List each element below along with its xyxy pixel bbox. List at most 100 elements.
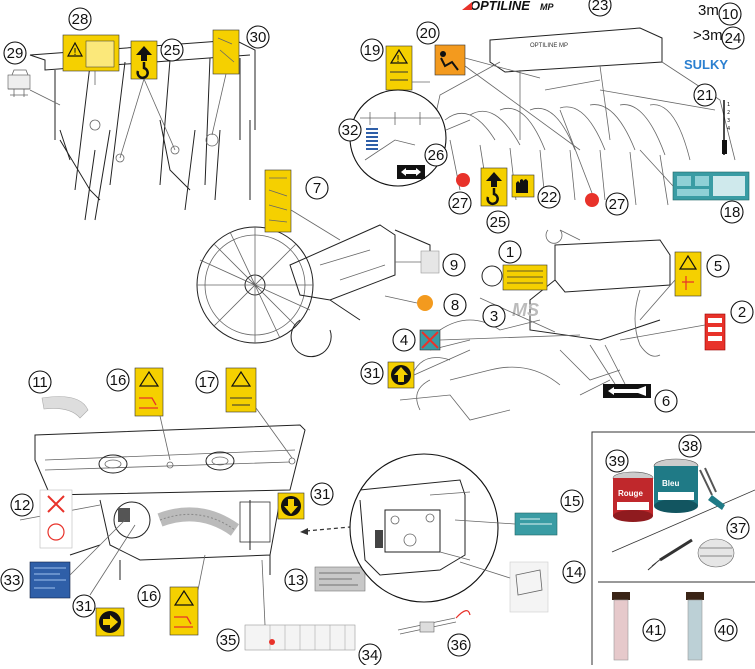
label-sign-2 [704,313,726,351]
top-left-frame-group: ! [7,29,256,221]
callout-16-top: 16 [106,368,130,392]
lifting-hook-icon [136,46,152,80]
callout-10: 10 [718,2,742,26]
label-15 [514,512,558,536]
callout-36: 36 [447,633,471,657]
optiline-logo-mark [462,2,472,10]
callout-14-text: 14 [566,564,583,581]
callout-8: 8 [443,293,467,317]
callout-38: 38 [678,434,702,458]
gloves-icon [516,179,528,193]
callout-39-text: 39 [609,453,626,470]
callout-19: 19 [360,38,384,62]
callout-33: 33 [0,568,24,592]
width-label-3m: 3m [698,2,719,19]
callout-1-text: 1 [506,244,514,261]
blue-scale-icon [366,128,378,150]
bleu-label: Bleu [662,479,679,488]
callout-31-bottom: 31 [72,594,96,618]
optiline-logo: OPTILINE [470,0,530,13]
callout-41-text: 41 [646,622,663,639]
warning-sign-20 [434,44,466,76]
callout-11-text: 11 [32,374,48,391]
callout-25b-text: 25 [490,214,507,231]
spray-nozzle-36 [397,610,471,635]
callout-6: 6 [654,389,678,413]
callout-31c-text: 31 [76,598,93,615]
hopper-group [19,367,366,651]
warning-sign-30 [212,29,240,75]
callout-14: 14 [562,560,586,584]
callout-31b-text: 31 [314,486,331,503]
callout-38-text: 38 [682,438,699,455]
callout-16b-text: 16 [141,588,158,605]
callout-15: 15 [560,489,584,513]
paint-can-icon: Bleu [653,458,699,513]
plate-13 [314,566,366,592]
callout-29-text: 29 [7,45,24,62]
callout-23: 23 [588,0,612,17]
callout-34-text: 34 [362,647,379,664]
warning-sign-7 [264,169,292,233]
callout-13-text: 13 [288,572,305,589]
callout-16a-text: 16 [110,372,127,389]
seed-drill-group: OPTILINE MP OPTILINE MP 3m >3m SULKY 12 … [349,0,750,207]
callout-7: 7 [305,176,329,200]
callout-6-text: 6 [662,393,670,410]
callout-37-text: 37 [730,520,747,537]
callout-18-text: 18 [724,204,741,221]
callout-26-text: 26 [428,147,445,164]
callout-3-text: 3 [490,308,498,325]
arrow-right-icon [103,615,118,629]
callout-21: 21 [693,83,717,107]
part-14 [509,561,549,613]
callout-10-text: 10 [722,6,739,23]
callout-5-text: 5 [714,258,722,275]
callout-22: 22 [537,185,561,209]
hand-arrow-sign-6 [603,384,651,398]
optiline-logo-suffix: MP [540,2,554,12]
callout-27b-text: 27 [609,196,626,213]
grease-tube-41 [612,592,630,661]
callout-2: 2 [730,300,754,324]
callout-9-text: 9 [450,257,458,274]
orange-dot-8 [417,295,433,311]
detail-group [349,453,558,635]
grease-tube-40 [686,592,704,661]
dashed-pointer [305,526,351,532]
callout-26: 26 [424,143,448,167]
callout-32: 32 [338,118,362,142]
callout-40: 40 [714,618,738,642]
callout-40-text: 40 [718,622,735,639]
callout-28: 28 [68,7,92,31]
callout-22-text: 22 [541,189,558,206]
callout-25-top: 25 [160,38,184,62]
callout-2-text: 2 [738,304,746,321]
callout-31-middle: 31 [360,361,384,385]
svg-text:3: 3 [727,118,730,124]
callout-25-bottom: 25 [486,210,510,234]
callout-20-text: 20 [420,25,437,42]
callout-21-text: 21 [697,87,714,104]
metering-unit [118,508,130,522]
svg-text:4: 4 [727,126,730,132]
callout-33-text: 33 [4,572,21,589]
red-dot-27-left [456,173,470,187]
callout-18: 18 [720,200,744,224]
callout-4: 4 [392,328,416,352]
callout-27-left: 27 [448,191,472,215]
callout-24-text: 24 [725,30,742,47]
ms-machine-group: MS [387,229,726,421]
sulky-logo: SULKY [684,57,728,72]
callout-32-text: 32 [342,122,359,139]
callout-16-bottom: 16 [137,584,161,608]
blue-panel-33 [29,561,71,599]
callout-19-text: 19 [364,42,381,59]
ms-logo: MS [512,300,539,320]
small-machine-sketch [7,69,31,97]
callout-24: 24 [721,26,745,50]
setting-strip-34 [244,624,356,651]
rouge-label: Rouge [618,489,643,498]
callout-4-text: 4 [400,332,408,349]
